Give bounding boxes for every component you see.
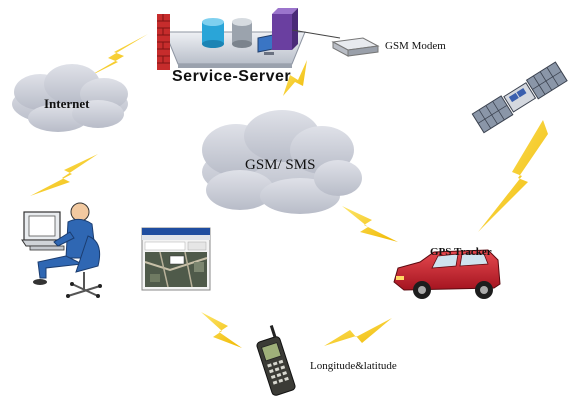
server-icon [272,8,298,50]
modem-icon [331,37,380,57]
gsm-modem-label: GSM Modem [385,40,446,52]
longitude-latitude-label: Longitude&latitude [310,360,397,372]
phone-icon [256,325,296,396]
computer-user-icon [21,202,102,298]
gsm-sms-label: GSM/ SMS [245,157,316,173]
service-server-label: Service-Server [172,68,292,85]
lightning-icon [30,34,548,348]
satellite-icon [471,61,568,134]
car-icon [393,249,501,299]
database-icon [232,18,252,48]
cloud-icon [12,64,128,132]
database-icon [202,18,224,48]
gps-tracker-label: GPS Tracker [430,246,492,258]
firewall-icon [157,14,170,70]
internet-label: Internet [44,96,90,111]
map-screen-icon [141,227,211,291]
cloud-icon [202,110,362,214]
